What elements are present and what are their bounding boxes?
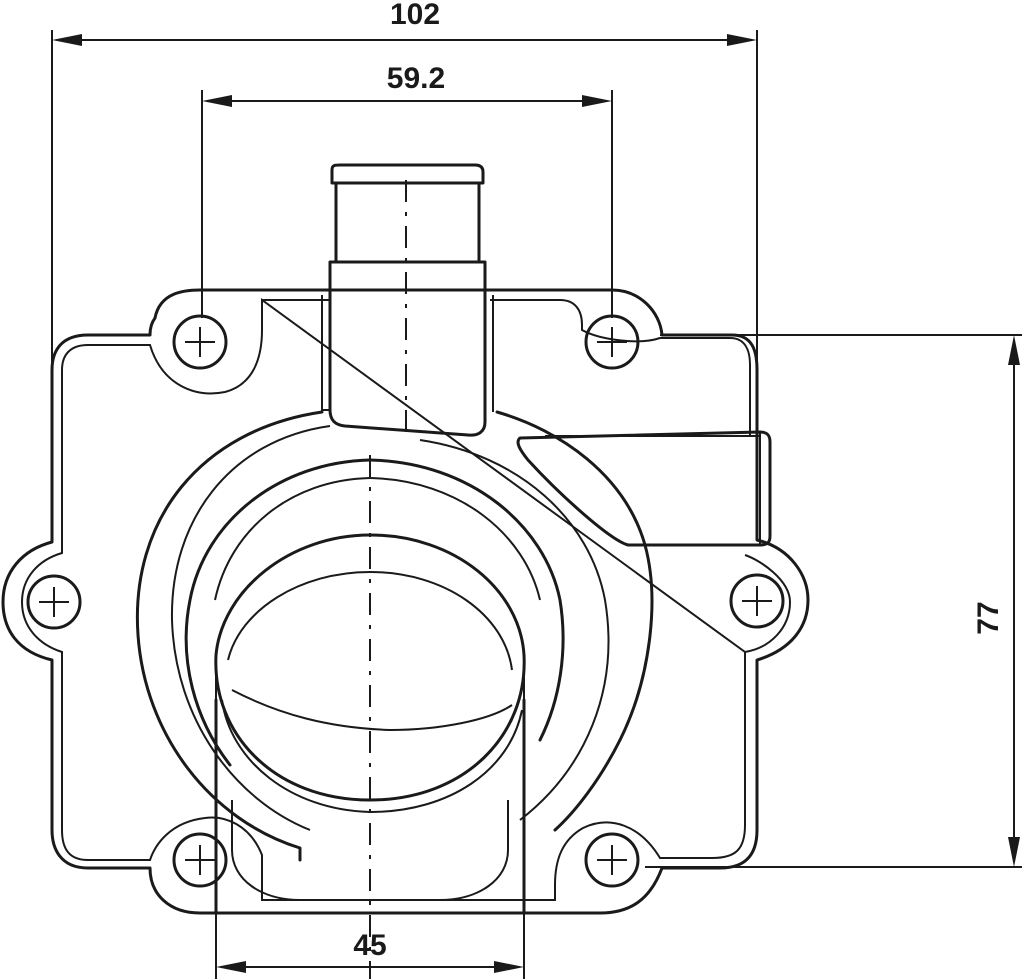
dimension-77: 77 <box>645 334 1022 868</box>
intake-body <box>135 410 654 979</box>
arrow-down-icon <box>1008 837 1020 867</box>
bolt-hole-right <box>729 573 785 629</box>
arrow-left-icon <box>52 34 82 46</box>
bolt-hole-bottom-right <box>584 832 640 888</box>
bolt-hole-left <box>26 574 82 630</box>
arrow-left-icon <box>216 961 246 973</box>
bolt-hole-top-right <box>584 314 640 370</box>
dimension-label-77: 77 <box>972 601 1005 634</box>
dimension-59-2: 59.2 <box>201 62 613 318</box>
dimension-label-59-2: 59.2 <box>387 62 445 95</box>
arrow-left-icon <box>202 95 232 107</box>
coolant-nozzle <box>321 163 494 440</box>
bolt-hole-top-left <box>172 314 228 370</box>
arrow-right-icon <box>582 95 612 107</box>
flange-outline <box>1 288 810 915</box>
side-boss <box>516 430 772 547</box>
arrow-right-icon <box>494 961 524 973</box>
arrow-up-icon <box>1008 335 1020 365</box>
arrow-right-icon <box>727 34 757 46</box>
bolt-hole-bottom-left <box>172 832 228 888</box>
dimension-label-102: 102 <box>390 0 440 31</box>
